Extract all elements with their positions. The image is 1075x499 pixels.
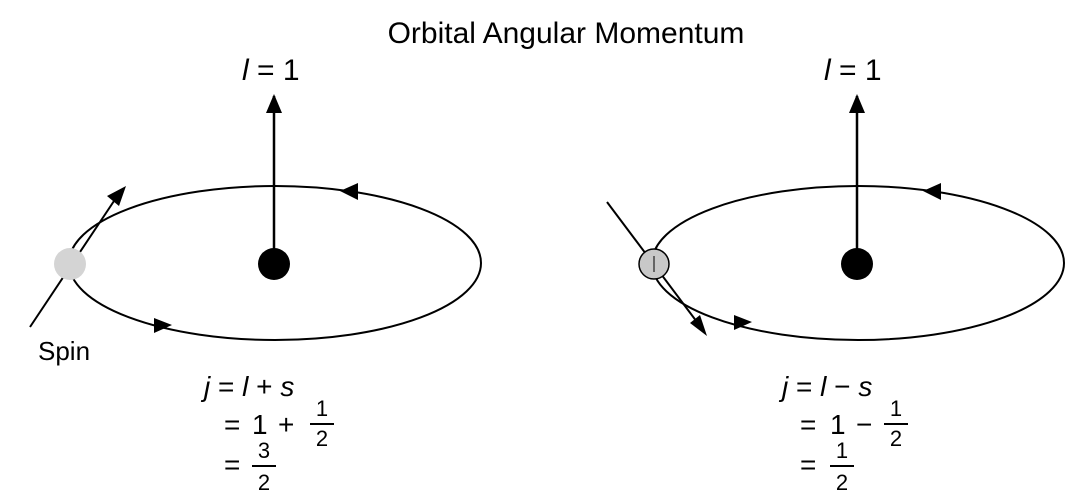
- svg-text:1: 1: [836, 438, 848, 463]
- left-l-label: l = 1: [242, 54, 300, 87]
- svg-text:2: 2: [316, 426, 328, 451]
- left-eq-line2: = 1 + 1 2: [224, 396, 334, 451]
- right-eq-line1: j = l − s: [778, 371, 872, 402]
- left-spin-arrowhead-icon: [107, 186, 126, 206]
- right-orbital-arrowhead-icon: [849, 94, 865, 113]
- svg-text:1: 1: [252, 409, 268, 440]
- svg-text:1: 1: [316, 396, 328, 421]
- svg-text:−: −: [856, 409, 872, 440]
- svg-text:2: 2: [836, 470, 848, 495]
- left-orbit-direction-top-icon: [340, 183, 358, 200]
- svg-text:1: 1: [890, 396, 902, 421]
- right-l-label: l = 1: [824, 54, 882, 87]
- right-nucleus: [841, 248, 873, 280]
- right-orbit-direction-top-icon: [923, 183, 941, 200]
- svg-text:2: 2: [258, 470, 270, 495]
- left-electron: [54, 248, 86, 280]
- svg-text:3: 3: [258, 438, 270, 463]
- left-eq-line1: j = l + s: [200, 371, 294, 402]
- svg-text:=: =: [224, 449, 240, 480]
- diagram-title: Orbital Angular Momentum: [388, 17, 745, 50]
- right-diagram: l = 1 j = l − s = 1 − 1 2 = 1: [606, 54, 1065, 495]
- svg-text:1: 1: [830, 409, 846, 440]
- svg-text:2: 2: [890, 426, 902, 451]
- left-nucleus: [258, 248, 290, 280]
- right-eq-line2: = 1 − 1 2: [800, 396, 908, 451]
- svg-text:=: =: [224, 409, 240, 440]
- svg-text:=: =: [800, 449, 816, 480]
- svg-text:=: =: [800, 409, 816, 440]
- svg-text:+: +: [278, 409, 294, 440]
- left-orbit-direction-bottom-icon: [154, 318, 172, 333]
- right-orbit-direction-bottom-icon: [734, 315, 752, 330]
- spin-label: Spin: [38, 336, 90, 366]
- right-eq-line3: = 1 2: [800, 438, 854, 495]
- left-eq-line3: = 3 2: [224, 438, 276, 495]
- right-spin-arrowhead-icon: [690, 315, 707, 336]
- left-orbital-arrowhead-icon: [266, 94, 282, 113]
- left-diagram: l = 1 Spin j = l + s = 1 + 1 2: [29, 54, 482, 495]
